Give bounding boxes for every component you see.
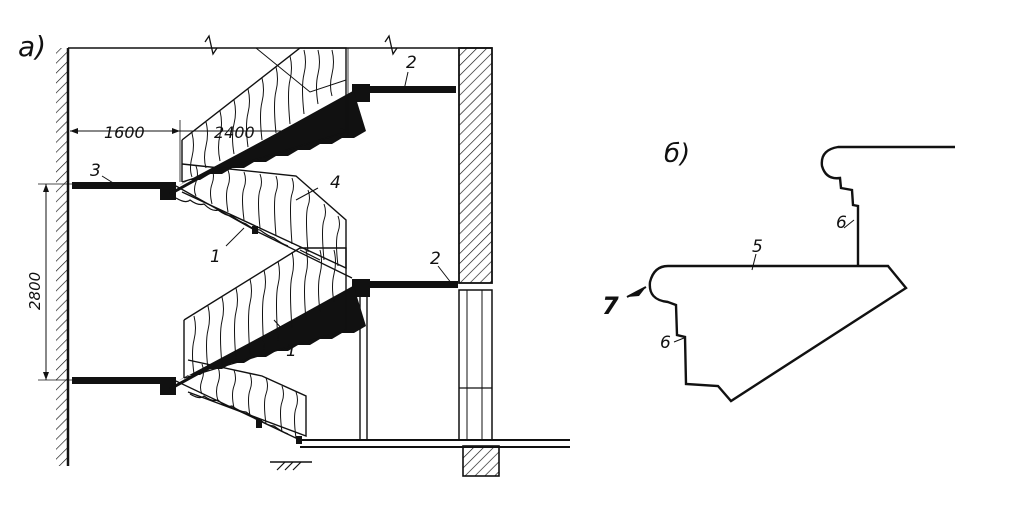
bottom-flight — [175, 359, 307, 444]
dimension-1600-label: 1600 — [104, 123, 145, 142]
panel-b: б) 5 6 6 7 — [602, 139, 955, 403]
panel-b-leaders — [673, 219, 855, 343]
landing-top-right — [352, 84, 456, 102]
callout-1-lower: 1 — [286, 341, 297, 361]
dimension-2400 — [180, 48, 349, 136]
upper-tread-profile — [820, 145, 955, 266]
lower-balusters — [192, 249, 336, 375]
middle-flight-upper — [175, 163, 353, 279]
lower-flight — [169, 247, 366, 391]
panel-b-label: б) — [664, 139, 690, 169]
dimension-2800-label: 2800 — [26, 272, 44, 310]
ground-slab — [270, 439, 570, 471]
tread-profile-5 — [648, 264, 908, 403]
callout-3: 3 — [90, 161, 101, 181]
left-wall — [56, 48, 70, 466]
callout-6-top: 6 — [836, 213, 847, 233]
callout-2-top: 2 — [406, 53, 417, 73]
top-border-line — [68, 34, 492, 56]
middle-balusters — [194, 165, 340, 267]
upper-balusters — [190, 49, 334, 178]
panel-a-label: а) — [18, 30, 46, 63]
landing-upper-left — [72, 182, 176, 200]
callout-6-bottom: 6 — [660, 333, 671, 353]
bottom-balusters — [200, 363, 298, 439]
dimension-2800 — [38, 183, 72, 381]
landing-lower-left — [72, 377, 176, 395]
right-wall — [458, 47, 500, 477]
landing-mid-right — [352, 279, 458, 297]
callout-7: 7 — [602, 292, 619, 320]
callout-5: 5 — [752, 237, 763, 257]
callout-1-upper: 1 — [210, 247, 221, 267]
panel-a: а) 1600 2400 2800 2 3 4 1 2 1 — [18, 30, 570, 477]
leader-lines — [101, 71, 453, 341]
upper-flight — [169, 47, 366, 196]
callout-2-mid: 2 — [430, 249, 441, 269]
dimension-2400-label: 2400 — [214, 123, 255, 142]
callout-4: 4 — [330, 173, 341, 193]
dimension-1600 — [70, 120, 181, 182]
